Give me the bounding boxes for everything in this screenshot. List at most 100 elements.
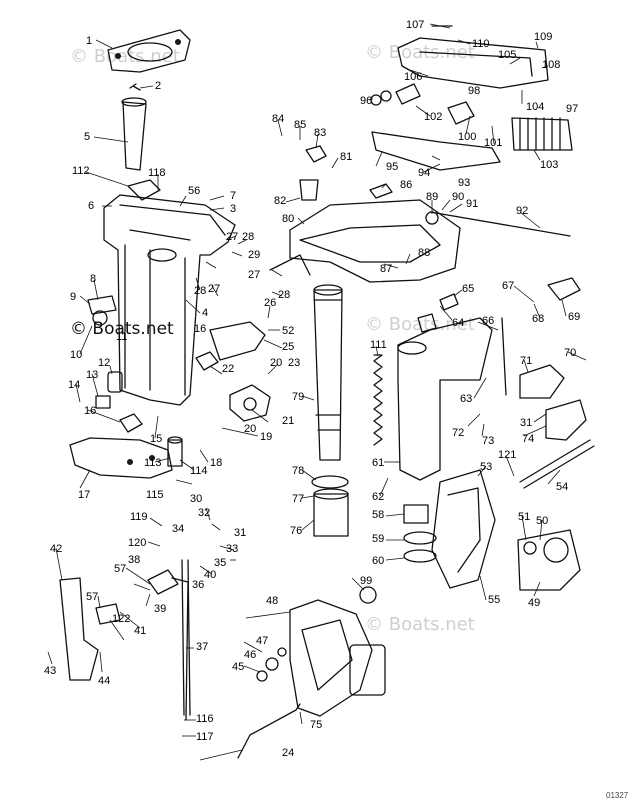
callout-34: 34 — [172, 523, 184, 535]
callout-23: 23 — [288, 357, 300, 369]
watermark-top-left: © Boats.net — [70, 46, 180, 67]
callout-12: 12 — [98, 357, 110, 369]
leader-lines — [47, 23, 587, 761]
callout-80: 80 — [282, 213, 294, 225]
callout-112: 112 — [72, 165, 90, 177]
callout-16b: 16 — [84, 405, 96, 417]
callout-99: 99 — [360, 575, 372, 587]
callout-82: 82 — [274, 195, 286, 207]
callout-47: 47 — [256, 635, 268, 647]
callout-54: 54 — [556, 481, 568, 493]
callout-45: 45 — [232, 661, 244, 673]
callout-37: 37 — [196, 641, 208, 653]
callout-76: 76 — [290, 525, 302, 537]
callout-57a: 57 — [86, 591, 98, 603]
callout-73: 73 — [482, 435, 494, 447]
callout-103: 103 — [540, 159, 558, 171]
callout-118: 118 — [148, 167, 166, 179]
callout-4: 4 — [202, 307, 208, 319]
callout-95: 95 — [386, 161, 398, 173]
callout-120: 120 — [128, 537, 146, 549]
callout-110: 110 — [472, 38, 490, 50]
callout-91: 91 — [466, 198, 478, 210]
callout-66: 66 — [482, 315, 494, 327]
callout-31a: 31 — [234, 527, 246, 539]
callout-121: 121 — [498, 449, 516, 461]
callout-89: 89 — [426, 191, 438, 203]
part-spring — [373, 354, 383, 446]
callout-74: 74 — [522, 433, 534, 445]
callout-1: 1 — [86, 35, 92, 47]
callout-19: 19 — [260, 431, 272, 443]
callout-117: 117 — [196, 731, 214, 743]
callout-70: 70 — [564, 347, 576, 359]
callout-43: 43 — [44, 665, 56, 677]
callout-53: 53 — [480, 461, 492, 473]
callout-10: 10 — [70, 349, 82, 361]
callout-64: 64 — [452, 317, 464, 329]
callout-46: 46 — [244, 649, 256, 661]
callout-44: 44 — [98, 675, 110, 687]
callout-62: 62 — [372, 491, 384, 503]
callout-101: 101 — [484, 137, 502, 149]
callout-41: 41 — [134, 625, 146, 637]
callout-65: 65 — [462, 283, 474, 295]
callout-40: 40 — [204, 569, 216, 581]
callout-106: 106 — [404, 71, 422, 83]
part-steering-tube — [313, 289, 343, 461]
callout-30: 30 — [190, 493, 202, 505]
callout-29: 29 — [248, 249, 260, 261]
part-gasket-plate — [107, 29, 191, 73]
part-swivel-housing — [397, 317, 493, 481]
callout-50: 50 — [536, 515, 548, 527]
callout-60: 60 — [372, 555, 384, 567]
callout-86: 86 — [400, 179, 412, 191]
callout-100: 100 — [458, 131, 476, 143]
callout-119: 119 — [130, 511, 148, 523]
callout-102: 102 — [424, 111, 442, 123]
callout-28b: 28 — [194, 285, 206, 297]
callout-25: 25 — [282, 341, 294, 353]
callout-72: 72 — [452, 427, 464, 439]
callout-51: 51 — [518, 511, 530, 523]
part-exhaust-tube — [122, 101, 147, 171]
callout-116: 116 — [196, 713, 214, 725]
callout-8: 8 — [90, 273, 96, 285]
callout-122: 122 — [112, 613, 130, 625]
callout-16a: 16 — [194, 323, 206, 335]
drawing-code: 01327 — [606, 791, 629, 800]
callout-22: 22 — [222, 363, 234, 375]
part-lower-cover — [69, 437, 173, 479]
callout-labels: 1 2 3 4 5 6 7 8 9 10 11 12 13 14 15 16 1… — [44, 19, 580, 759]
callout-79: 79 — [292, 391, 304, 403]
callout-113: 113 — [144, 457, 162, 469]
callout-97: 97 — [566, 103, 578, 115]
callout-27c: 27 — [248, 269, 260, 281]
callout-36: 36 — [192, 579, 204, 591]
callout-26: 26 — [264, 297, 276, 309]
callout-98: 98 — [468, 85, 480, 97]
callout-77: 77 — [292, 493, 304, 505]
callout-33: 33 — [226, 543, 238, 555]
callout-32: 32 — [198, 507, 210, 519]
callout-61: 61 — [372, 457, 384, 469]
callout-104: 104 — [526, 101, 544, 113]
callout-24: 24 — [282, 747, 294, 759]
callout-83: 83 — [314, 127, 326, 139]
callout-2: 2 — [155, 80, 161, 92]
callout-28a: 28 — [242, 231, 254, 243]
callout-15: 15 — [150, 433, 162, 445]
callout-59: 59 — [372, 533, 384, 545]
callout-11: 11 — [116, 331, 127, 343]
part-midsection-housing — [103, 194, 236, 406]
callout-109: 109 — [534, 31, 552, 43]
part-tiller-tube — [371, 131, 501, 171]
callout-28c: 28 — [278, 289, 290, 301]
callout-5: 5 — [84, 131, 90, 143]
watermark-bottom-right: © Boats.net — [365, 614, 475, 635]
callout-107: 107 — [406, 19, 424, 31]
callout-35: 35 — [214, 557, 226, 569]
part-shift-bracket — [59, 577, 99, 681]
part-clamp-bracket — [431, 469, 496, 589]
